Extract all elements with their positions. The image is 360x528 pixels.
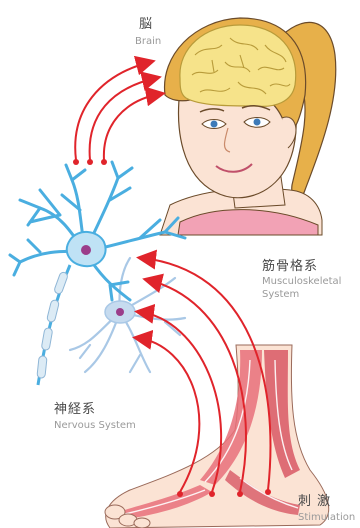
musculoskeletal-label-jp: 筋骨格系 — [262, 255, 318, 274]
arrow-origin-dot — [87, 159, 93, 165]
stimulus-dot — [237, 491, 243, 497]
head-illustration — [160, 18, 336, 235]
musculoskeletal-label-en-2: System — [262, 289, 299, 301]
leg-skin — [106, 345, 329, 528]
nervous-label-jp: 神経系 — [54, 398, 96, 417]
pupil — [211, 121, 218, 128]
arrow — [75, 62, 150, 160]
toe — [134, 518, 150, 528]
stimulus-dot — [209, 491, 215, 497]
stimulation-label-jp: 刺 激 — [298, 490, 331, 509]
dots — [73, 159, 107, 165]
arrow — [90, 78, 156, 160]
brain-label-jp: 脳 — [139, 13, 153, 32]
arrow — [104, 94, 160, 160]
stimulation-label-en: Stimulation — [298, 512, 355, 524]
nucleus — [81, 245, 91, 255]
arrows-to-brain — [75, 62, 160, 160]
stimulus-dot — [177, 491, 183, 497]
neuron-main — [10, 162, 185, 300]
nucleus — [116, 308, 124, 316]
myelin-sheaths — [37, 271, 69, 378]
arrow-origin-dot — [73, 159, 79, 165]
musculoskeletal-label-en-1: Musculoskeletal — [262, 276, 341, 288]
nervous-label-en: Nervous System — [54, 420, 136, 432]
arrow — [138, 338, 199, 492]
arrow-origin-dot — [101, 159, 107, 165]
stimulus-dot — [265, 489, 271, 495]
pupil — [254, 119, 261, 126]
foot-illustration — [105, 345, 329, 528]
brain-label-en: Brain — [135, 36, 161, 48]
